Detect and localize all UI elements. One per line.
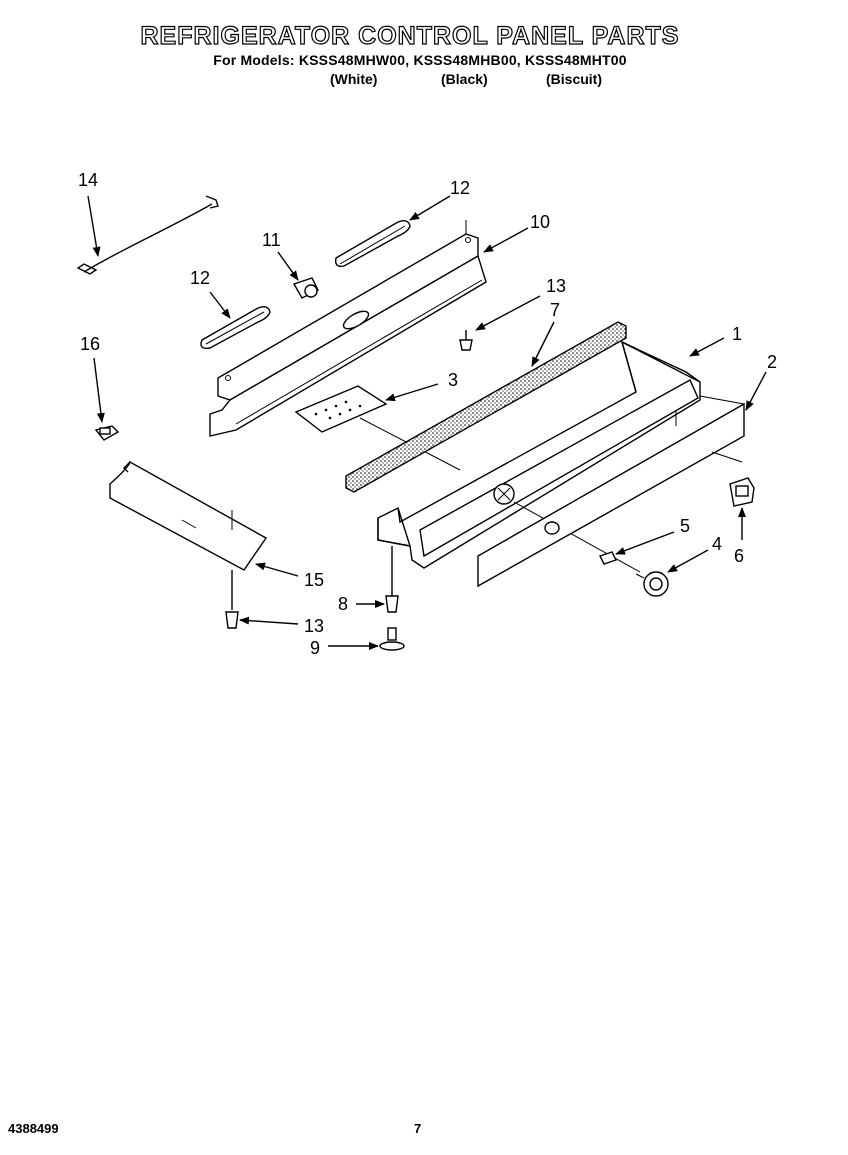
part-11-clip — [292, 277, 319, 299]
variant-white-label: (White) — [330, 71, 378, 87]
callout-15: 15 — [304, 570, 324, 590]
doc-number: 4388499 — [8, 1121, 59, 1136]
callout-14: 14 — [78, 170, 98, 190]
variant-biscuit-label: (Biscuit) — [546, 71, 602, 87]
page-title: REFRIGERATOR CONTROL PANEL PARTS — [140, 21, 680, 50]
part-12-tube-upper — [334, 219, 411, 268]
part-12-tube-lower — [200, 305, 271, 350]
part-1-control-housing — [377, 340, 701, 573]
callout-16: 16 — [80, 334, 100, 354]
part-5-plate — [599, 551, 617, 565]
callout-10: 10 — [530, 212, 550, 232]
callout-2: 2 — [767, 352, 777, 372]
callout-1: 1 — [732, 324, 742, 344]
callout-12-upper: 12 — [450, 178, 470, 198]
part-4-knob — [635, 571, 669, 597]
callout-8: 8 — [338, 594, 348, 614]
part-8-screw — [385, 546, 399, 613]
callout-7: 7 — [550, 300, 560, 320]
part-7-gasket-strip — [345, 321, 627, 493]
part-13-screw-upper — [459, 330, 473, 351]
callout-11: 11 — [262, 230, 281, 250]
callout-13-lower: 13 — [304, 616, 324, 636]
callout-6: 6 — [734, 546, 744, 566]
part-15-lower-trim — [109, 460, 268, 571]
leader-lines — [87, 195, 767, 650]
part-14-wire — [76, 195, 219, 275]
part-16-clip — [94, 425, 120, 441]
callout-12-lower: 12 — [190, 268, 210, 288]
page-number: 7 — [414, 1121, 422, 1136]
part-10-bracket — [209, 220, 487, 437]
variant-black-label: (Black) — [441, 71, 488, 87]
part-13-screw-lower — [225, 570, 239, 629]
part-9-foot — [379, 627, 405, 651]
part-2-trim-panel — [477, 395, 745, 588]
callout-13-upper: 13 — [546, 276, 566, 296]
models-line: For Models: KSSS48MHW00, KSSS48MHB00, KS… — [213, 52, 627, 68]
callout-3: 3 — [448, 370, 458, 390]
callout-9: 9 — [310, 638, 320, 658]
part-6-switch — [729, 477, 755, 507]
callout-4: 4 — [712, 534, 722, 554]
callout-5: 5 — [680, 516, 690, 536]
